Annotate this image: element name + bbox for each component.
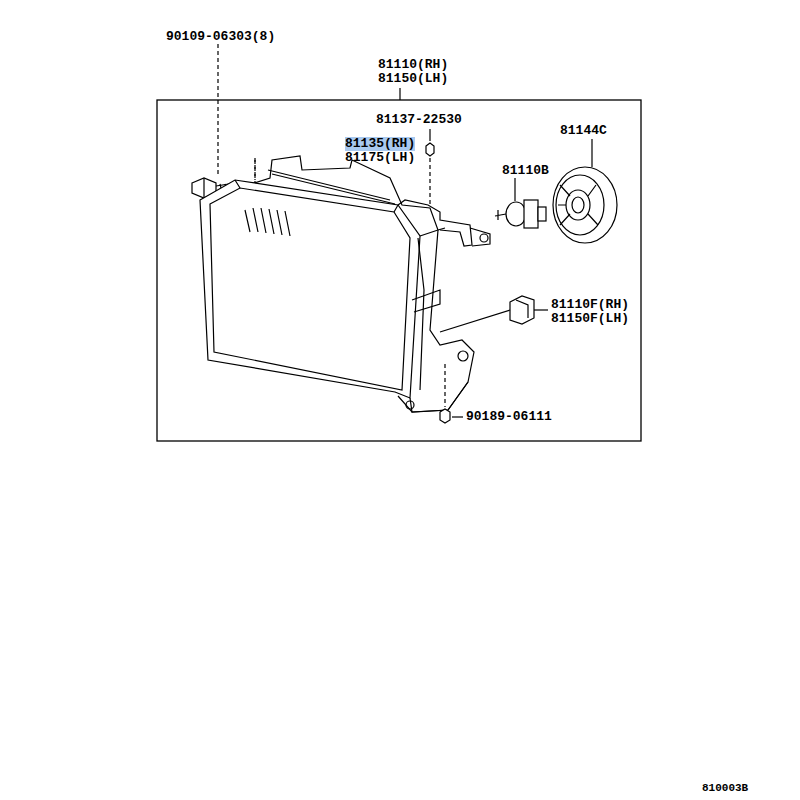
group-frame	[157, 100, 641, 441]
screw	[426, 143, 434, 156]
part-number: 81110F(RH)	[551, 298, 629, 312]
lamp-unit	[200, 156, 490, 412]
part-number: 81135(RH)	[345, 137, 415, 151]
nut	[440, 409, 450, 423]
socket-cap	[553, 167, 617, 243]
small-bulb-socket	[510, 296, 534, 324]
part-number: 81150F(LH)	[551, 312, 629, 326]
bulb	[495, 200, 546, 228]
part-number: 81137-22530	[376, 113, 462, 127]
part-number: 81150(LH)	[378, 72, 448, 86]
part-number: 90189-06111	[466, 410, 552, 424]
part-number: 81175(LH)	[345, 151, 415, 165]
part-number: 81110B	[502, 164, 549, 178]
part-number: 810003B	[702, 781, 748, 795]
part-number: 81144C	[560, 124, 607, 138]
part-number: 81110(RH)	[378, 58, 448, 72]
part-number: 90109-06303(8)	[166, 30, 275, 44]
